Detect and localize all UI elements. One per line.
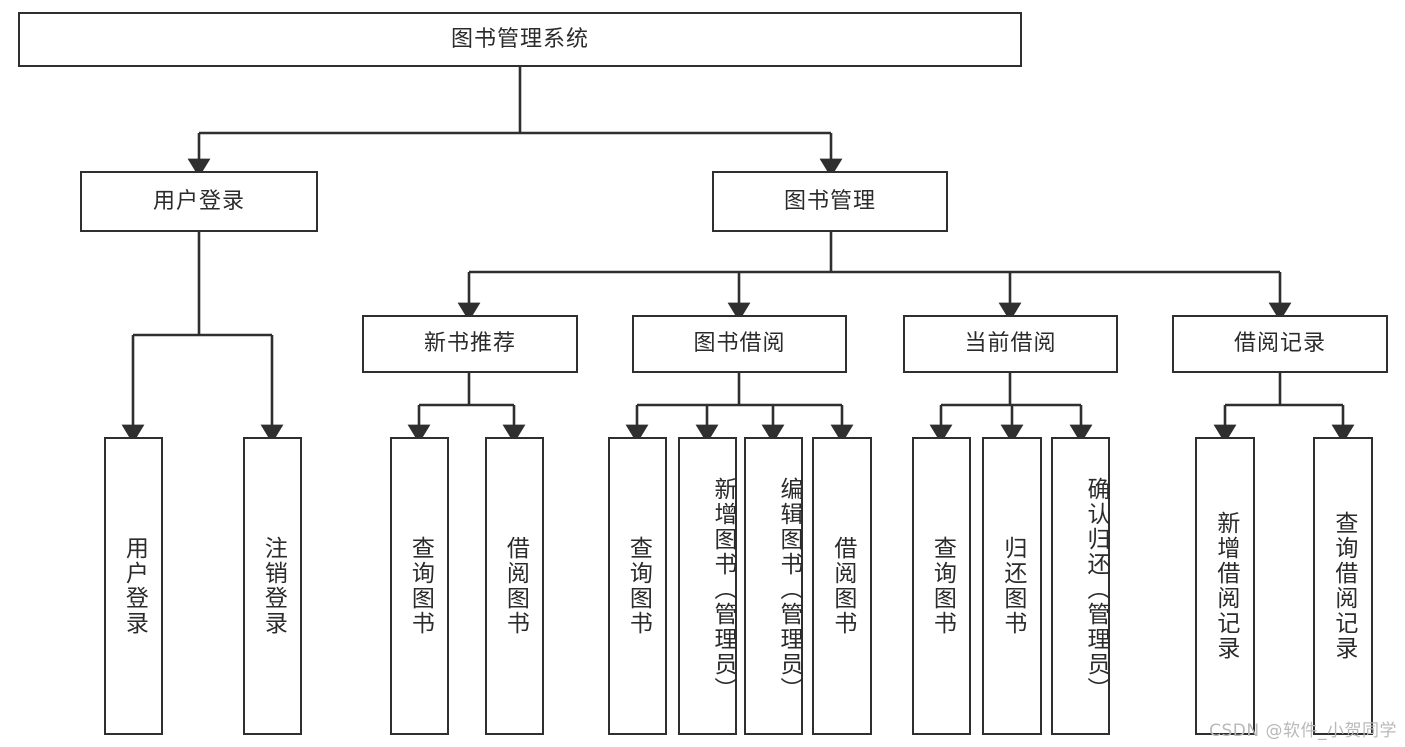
leaf-borrow-book-newbook[interactable]: 借阅图书 xyxy=(485,437,544,735)
node-book-management[interactable]: 图书管理 xyxy=(712,171,948,232)
node-borrow-record[interactable]: 借阅记录 xyxy=(1172,315,1388,373)
leaf-query-book-newbook[interactable]: 查询图书 xyxy=(390,437,449,735)
leaf-label: 用户登录 xyxy=(121,536,148,636)
node-book-borrow-label: 图书借阅 xyxy=(693,331,786,356)
leaf-label: 查询图书 xyxy=(929,536,956,636)
leaf-label: 确认归还（管理员） xyxy=(1083,476,1109,702)
leaf-label: 新增图书（管理员） xyxy=(710,476,736,702)
leaf-return-book[interactable]: 归还图书 xyxy=(982,437,1042,735)
node-book-borrow[interactable]: 图书借阅 xyxy=(632,315,847,373)
leaf-label: 查询借阅记录 xyxy=(1330,511,1357,661)
leaf-borrow-book[interactable]: 借阅图书 xyxy=(812,437,872,735)
leaf-label: 查询图书 xyxy=(625,536,652,636)
leaf-label: 归还图书 xyxy=(999,536,1026,636)
leaf-label: 编辑图书（管理员） xyxy=(776,476,802,702)
watermark: CSDN @软件_小贺同学 xyxy=(1209,721,1397,741)
node-book-management-label: 图书管理 xyxy=(783,188,876,214)
node-current-borrow-label: 当前借阅 xyxy=(964,331,1057,356)
node-new-book-recommend[interactable]: 新书推荐 xyxy=(362,315,578,373)
leaf-add-book-admin[interactable]: 新增图书（管理员） xyxy=(678,437,737,735)
leaf-query-borrow-record[interactable]: 查询借阅记录 xyxy=(1313,437,1373,735)
leaf-query-book-borrow[interactable]: 查询图书 xyxy=(608,437,667,735)
leaf-label: 借阅图书 xyxy=(829,536,856,636)
leaf-logout[interactable]: 注销登录 xyxy=(243,437,302,735)
node-borrow-record-label: 借阅记录 xyxy=(1233,331,1326,356)
leaf-label: 查询图书 xyxy=(407,536,434,636)
leaf-query-book-current[interactable]: 查询图书 xyxy=(912,437,971,735)
node-root-label: 图书管理系统 xyxy=(450,26,589,52)
leaf-label: 借阅图书 xyxy=(502,536,529,636)
node-root[interactable]: 图书管理系统 xyxy=(18,12,1022,67)
leaf-confirm-return-admin[interactable]: 确认归还（管理员） xyxy=(1051,437,1110,735)
node-current-borrow[interactable]: 当前借阅 xyxy=(903,315,1118,373)
leaf-edit-book-admin[interactable]: 编辑图书（管理员） xyxy=(744,437,803,735)
leaf-add-borrow-record[interactable]: 新增借阅记录 xyxy=(1195,437,1255,735)
leaf-label: 注销登录 xyxy=(260,536,287,636)
node-new-book-recommend-label: 新书推荐 xyxy=(423,331,516,356)
node-user-login-label: 用户登录 xyxy=(152,188,245,214)
leaf-user-login[interactable]: 用户登录 xyxy=(104,437,163,735)
node-user-login[interactable]: 用户登录 xyxy=(80,171,318,232)
leaf-label: 新增借阅记录 xyxy=(1212,511,1239,661)
